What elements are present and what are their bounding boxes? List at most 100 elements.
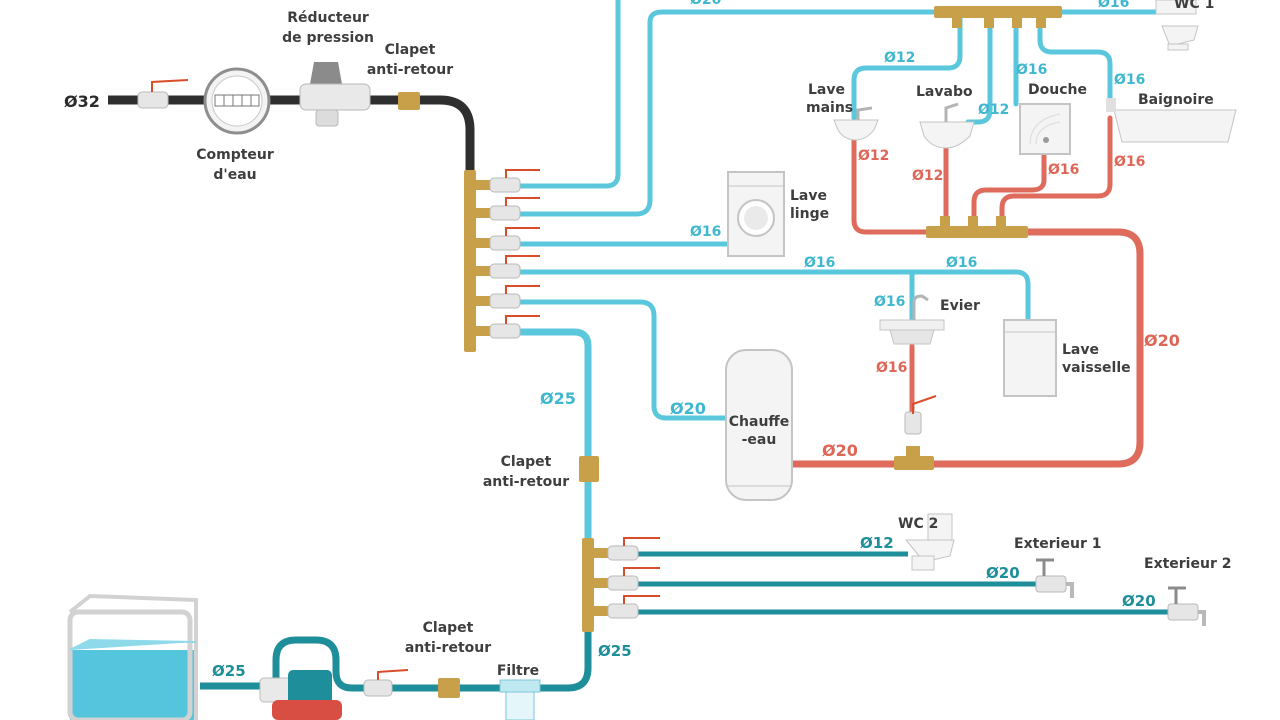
diameter-labels: Ø32 Ø20 Ø16 Ø12 Ø12 Ø16 Ø16 Ø12 Ø12 Ø16 … [64,0,1180,680]
dia-wc1: Ø16 [1098,0,1129,11]
label-baignoire: Baignoire [1138,92,1214,108]
dia-top-feed: Ø20 [690,0,722,8]
exterieur2-tap-icon [1167,586,1206,626]
wc2-icon [904,513,955,571]
pipe-lavabo-cold [965,11,993,125]
dia-wc2: Ø12 [860,534,894,552]
lower-valves [607,537,660,619]
lave-vaisselle-icon [1003,319,1057,397]
dia-evier-hot: Ø16 [876,360,907,376]
pipe-main-riser [520,328,592,546]
pipe-lower-riser [520,630,592,692]
douche-icon [1019,103,1071,155]
manifold-valves [489,169,540,339]
dia-lave-mains-hot: Ø12 [858,148,889,164]
lower-collector [582,538,608,632]
label-chauffe-eau-1: Chauffe [729,414,790,430]
water-meter-icon [203,67,271,135]
chauffe-eau-icon [725,349,793,501]
dia-evier-feed-a: Ø16 [804,255,835,271]
lavabo-icon [919,102,975,149]
label-exterieur1: Exterieur 1 [1014,536,1101,552]
label-lave-linge-2: linge [790,206,829,222]
label-reducteur-1: Réducteur [287,10,369,26]
label-clapet-bot-2: anti-retour [405,640,491,656]
dia-chauffe-cold: Ø20 [670,399,706,418]
pump-icon [259,670,342,720]
pipe-hot-return [790,228,1144,468]
dia-douche-hot: Ø16 [1048,162,1079,178]
dia-baignoire-cold: Ø16 [1114,72,1145,88]
cold-pipes [517,0,1163,421]
dia-ext1: Ø20 [986,564,1020,582]
pipe-lave-mains-hot [851,129,933,235]
check-valve-bottom-icon [438,678,460,698]
label-lave-vaisselle-2: vaisselle [1062,360,1131,376]
garden-pipes [636,551,1168,615]
label-wc2: WC 2 [898,516,938,532]
dia-baignoire-hot: Ø16 [1114,154,1145,170]
baignoire-icon [1106,98,1237,143]
lave-mains-icon [833,106,879,141]
label-clapet-bot-1: Clapet [423,620,474,636]
hot-pipes [851,115,1113,417]
water-tank-icon [67,593,198,720]
label-clapet-mid-2: anti-retour [483,474,569,490]
exterieur1-tap-icon [1035,558,1074,598]
label-filtre: Filtre [497,663,539,679]
dia-douche-cold: Ø16 [1016,62,1047,78]
dia-lavabo-hot: Ø12 [912,168,943,184]
pipe-top-feed-left [517,0,621,189]
pressure-reducer-icon [299,62,371,127]
label-lavabo: Lavabo [916,84,973,100]
inlet-valve-icon [137,79,189,109]
dia-lavabo-cold: Ø12 [978,102,1009,118]
label-clapet-mid-1: Clapet [501,454,552,470]
bathroom-hot-collector [926,216,1028,238]
dia-inlet: Ø32 [64,92,100,111]
label-lave-mains-1: Lave [808,82,845,98]
label-reducteur-2: de pression [282,30,374,46]
labels: Réducteur de pression Clapet anti-retour… [196,0,1231,679]
label-evier: Evier [940,298,980,314]
pipe-top-feed [517,9,1163,217]
dia-chauffe-hot: Ø20 [822,441,858,460]
pipe-baignoire-cold [1037,11,1113,109]
wc1-icon [1155,0,1199,51]
dia-lave-mains-cold: Ø12 [884,50,915,66]
dia-ext2: Ø20 [1122,592,1156,610]
pipe-supply [108,95,475,172]
filter-icon [499,679,541,720]
evier-icon [879,294,945,345]
label-wc1: WC 1 [1174,0,1214,12]
dia-lave-linge: Ø16 [690,224,721,240]
pipe-lave-mains-cold [851,11,963,121]
evier-hot-valve-icon [904,395,937,435]
check-valve-mid-icon [579,456,599,482]
label-chauffe-eau-2: -eau [742,432,777,448]
label-clapet-top-2: anti-retour [367,62,453,78]
pipe-baignoire-hot [999,115,1113,229]
label-lave-vaisselle-1: Lave [1062,342,1099,358]
label-clapet-top-1: Clapet [385,42,436,58]
lave-linge-icon [727,171,785,257]
dia-evier-feed-b: Ø16 [946,255,977,271]
label-compteur-1: Compteur [196,147,274,163]
tee-fitting [894,446,934,470]
label-compteur-2: d'eau [213,167,256,183]
bathroom-cold-collector [934,6,1062,28]
dia-evier-cold: Ø16 [874,294,905,310]
main-collector [464,170,490,352]
label-lave-linge-1: Lave [790,188,827,204]
label-lave-mains-2: mains [806,100,853,116]
dia-main-riser: Ø25 [540,389,576,408]
pipe-evier-lave-vaisselle [517,269,1031,323]
dia-pump-out: Ø25 [212,662,246,680]
pipe-douche-hot [971,153,1047,229]
dia-hot-return: Ø20 [1144,331,1180,350]
check-valve-top-icon [398,92,420,110]
label-exterieur2: Exterieur 2 [1144,556,1231,572]
pump-valve-icon [363,669,409,697]
dia-lower-riser: Ø25 [598,642,632,660]
